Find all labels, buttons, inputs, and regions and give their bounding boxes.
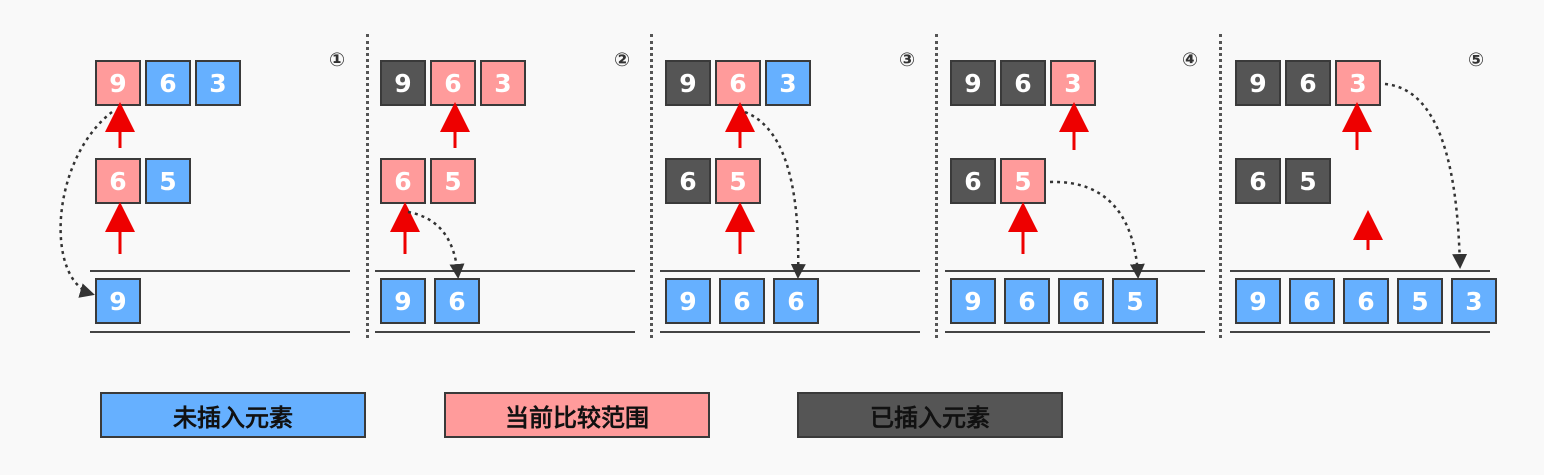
top_row-cell: 9 <box>380 60 426 106</box>
top_row-cell: 3 <box>765 60 811 106</box>
result-boundary-line <box>660 270 920 272</box>
step-number: ③ <box>898 49 916 71</box>
step-number: ⑤ <box>1467 49 1485 71</box>
result-boundary-line <box>660 331 920 333</box>
step-divider <box>1219 34 1222 338</box>
result-boundary-line <box>375 331 635 333</box>
top_row-cell: 6 <box>145 60 191 106</box>
step-divider <box>366 34 369 338</box>
result-boundary-line <box>90 270 350 272</box>
mid_row-cell: 5 <box>1285 158 1331 204</box>
top_row-cell: 9 <box>1235 60 1281 106</box>
step-number: ② <box>613 49 631 71</box>
top_row-cell: 3 <box>1050 60 1096 106</box>
top_row-cell: 3 <box>1335 60 1381 106</box>
mid_row-cell: 6 <box>665 158 711 204</box>
result-boundary-line <box>90 331 350 333</box>
top_row-cell: 3 <box>195 60 241 106</box>
result-cell: 3 <box>1451 278 1497 324</box>
result-cell: 9 <box>380 278 426 324</box>
top_row-cell: 6 <box>715 60 761 106</box>
top_row-cell: 6 <box>1285 60 1331 106</box>
top_row-cell: 9 <box>950 60 996 106</box>
result-cell: 9 <box>1235 278 1281 324</box>
result-boundary-line <box>945 270 1205 272</box>
mid_row-cell: 6 <box>950 158 996 204</box>
mid_row-cell: 5 <box>430 158 476 204</box>
result-cell: 5 <box>1397 278 1443 324</box>
result-cell: 6 <box>1343 278 1389 324</box>
legend-current-range: 当前比较范围 <box>444 392 710 438</box>
result-cell: 6 <box>719 278 765 324</box>
legend-label: 已插入元素 <box>870 403 990 432</box>
result-cell: 9 <box>95 278 141 324</box>
mid_row-cell: 6 <box>95 158 141 204</box>
mid_row-cell: 5 <box>1000 158 1046 204</box>
result-cell: 6 <box>1058 278 1104 324</box>
result-cell: 6 <box>434 278 480 324</box>
top_row-cell: 9 <box>95 60 141 106</box>
result-cell: 6 <box>1289 278 1335 324</box>
step-divider <box>935 34 938 338</box>
top_row-cell: 6 <box>430 60 476 106</box>
top_row-cell: 6 <box>1000 60 1046 106</box>
legend-inserted: 已插入元素 <box>797 392 1063 438</box>
result-boundary-line <box>945 331 1205 333</box>
step-number: ④ <box>1181 49 1199 71</box>
result-boundary-line <box>1230 331 1490 333</box>
result-cell: 5 <box>1112 278 1158 324</box>
result-cell: 6 <box>1004 278 1050 324</box>
top_row-cell: 3 <box>480 60 526 106</box>
mid_row-cell: 5 <box>715 158 761 204</box>
step-number: ① <box>328 49 346 71</box>
result-boundary-line <box>375 270 635 272</box>
step-divider <box>650 34 653 338</box>
result-cell: 9 <box>665 278 711 324</box>
mid_row-cell: 6 <box>1235 158 1281 204</box>
legend-not-inserted: 未插入元素 <box>100 392 366 438</box>
legend-label: 当前比较范围 <box>505 403 649 432</box>
legend-label: 未插入元素 <box>173 403 293 432</box>
top_row-cell: 9 <box>665 60 711 106</box>
result-boundary-line <box>1230 270 1490 272</box>
result-cell: 9 <box>950 278 996 324</box>
mid_row-cell: 6 <box>380 158 426 204</box>
mid_row-cell: 5 <box>145 158 191 204</box>
result-cell: 6 <box>773 278 819 324</box>
